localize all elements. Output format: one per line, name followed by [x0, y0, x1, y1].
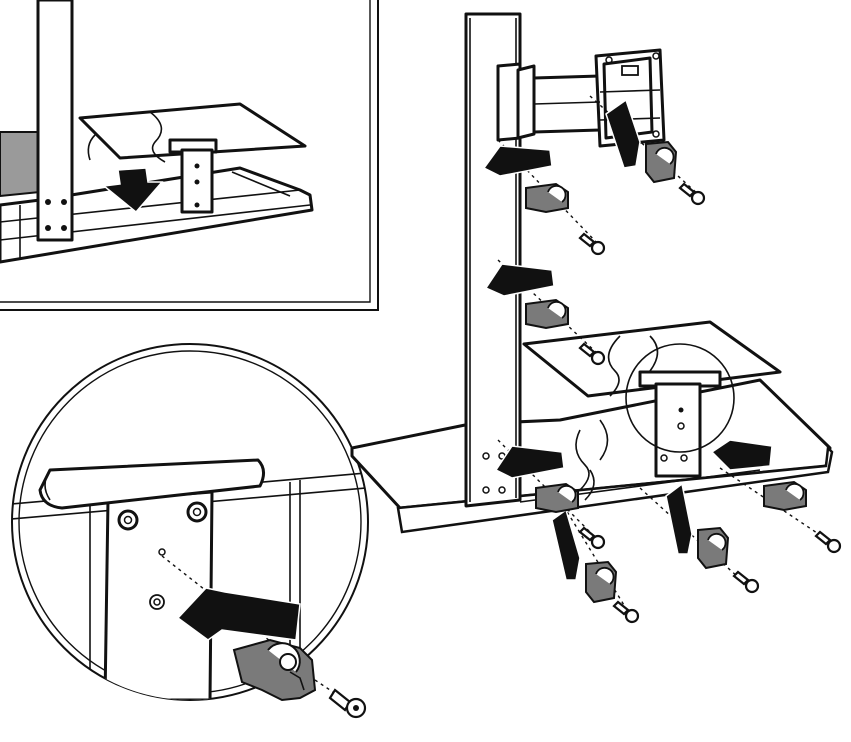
- arrow-shelf-icon: [710, 439, 773, 471]
- screw-7: [814, 530, 842, 554]
- screw-5: [612, 600, 640, 624]
- screw-1: [678, 182, 706, 206]
- middle-shelf: [522, 320, 782, 478]
- monitor-bracket: [496, 48, 666, 148]
- magnifier-circle: [11, 343, 369, 701]
- arrow-base-left-icon: [551, 508, 581, 581]
- screw-4: [578, 526, 606, 550]
- clip-4: [535, 482, 579, 514]
- magnified-clip: [232, 638, 317, 702]
- insert-arrows: [482, 98, 773, 581]
- magnified-screw: [314, 679, 367, 719]
- insert-clip-arrow-icon: [176, 587, 301, 641]
- arrow-column-low-icon: [494, 445, 565, 479]
- arrow-column-mid-icon: [484, 263, 555, 297]
- arrow-monitor-icon: [605, 98, 641, 169]
- arrow-bracket-icon: [482, 145, 553, 177]
- shelf-lowering-arrow-icon: [102, 167, 164, 214]
- clip-6: [697, 526, 730, 570]
- screw-2: [578, 232, 606, 256]
- screw-6: [732, 570, 760, 594]
- screws: [578, 182, 842, 624]
- callout-circle: [625, 343, 735, 453]
- clip-5: [585, 560, 618, 604]
- clip-1: [645, 140, 678, 184]
- clip-7: [763, 480, 807, 512]
- clip-3: [525, 298, 569, 330]
- clips: [525, 140, 807, 604]
- inset-shelf: [78, 102, 307, 160]
- clip-2: [525, 182, 569, 214]
- arrow-base-right-icon: [665, 482, 693, 555]
- screw-3: [578, 342, 606, 366]
- inset-column: [36, 0, 74, 242]
- inset-panel: [0, 0, 379, 311]
